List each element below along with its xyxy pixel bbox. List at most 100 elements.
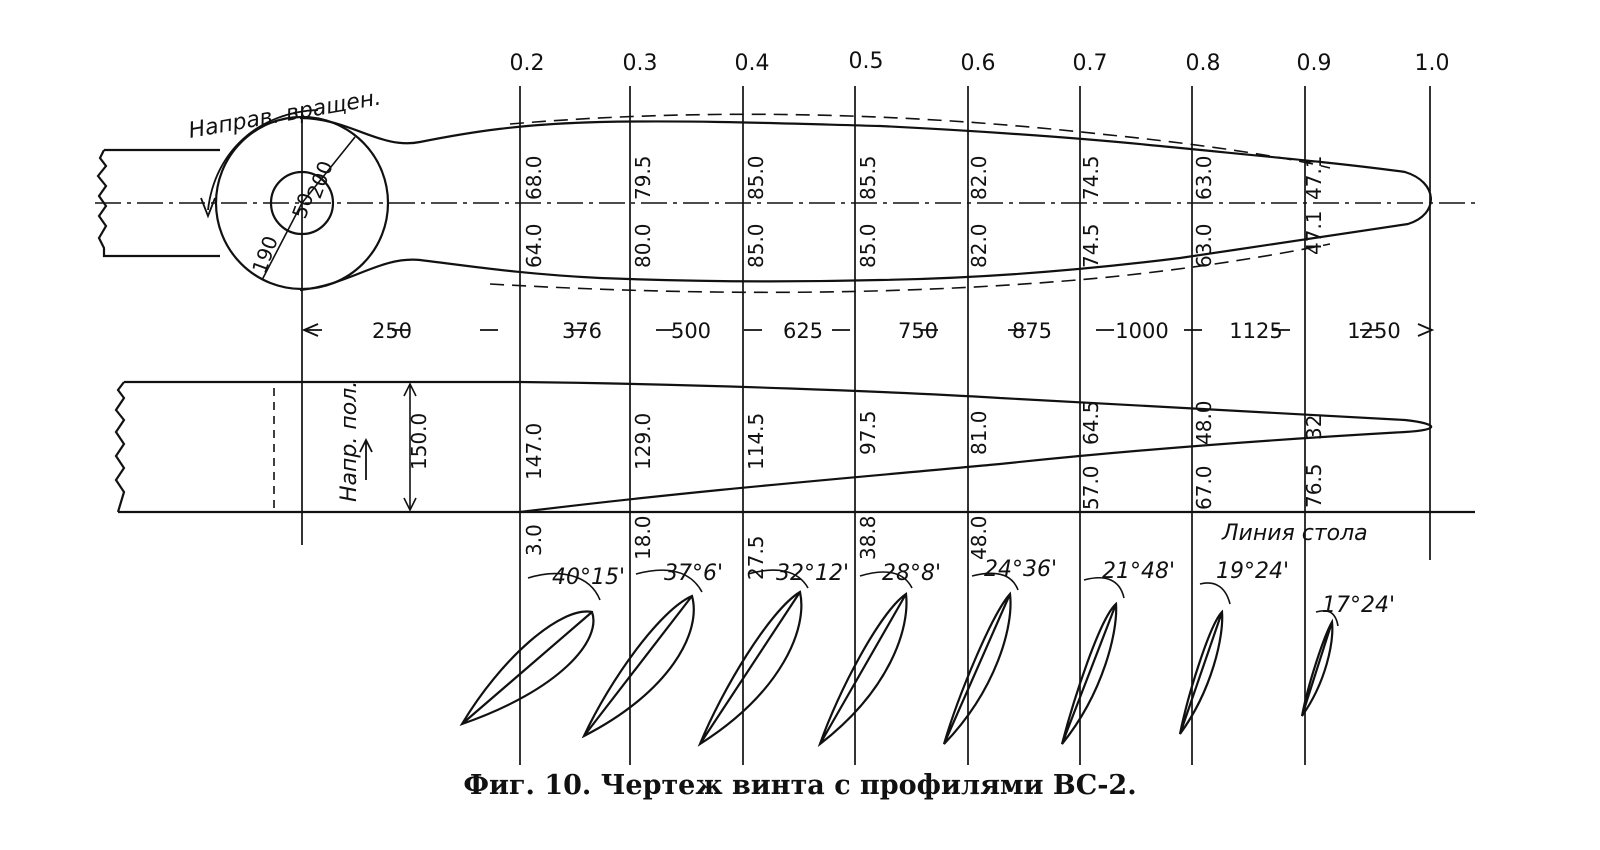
hub-dim-leader-190 [261, 202, 303, 281]
blade-plan-dashed-envelope [489, 113, 1331, 294]
angle-markers [527, 569, 1339, 627]
side-width-0.6: 81.0 [967, 410, 991, 455]
lower-thickness-0.5: 85.0 [856, 223, 880, 268]
upper-thickness-0.5: 85.5 [856, 155, 880, 200]
lower-thickness-0.9: 47.1 [1302, 210, 1326, 255]
radius-750: 750 [898, 319, 938, 343]
blade-plan-outline [299, 116, 1432, 292]
radius-arrow-right [1417, 323, 1435, 337]
angle-0.3: 37°6' [664, 561, 723, 586]
angle-0.4: 32°12' [776, 561, 849, 586]
side-view [114, 380, 1475, 514]
station-label-1.0: 1.0 [1415, 51, 1450, 76]
offset-0.2: 3.0 [522, 524, 546, 556]
station-label-0.7: 0.7 [1073, 51, 1108, 76]
angle-arc-0.4 [747, 569, 809, 589]
lower-thickness-0.2: 64.0 [522, 223, 546, 268]
station-label-0.4: 0.4 [735, 51, 770, 76]
angle-0.8: 19°24' [1216, 559, 1289, 584]
profile-0.5 [817, 592, 908, 748]
flight-direction-arrow [359, 437, 373, 480]
angle-arc-0.9 [1315, 610, 1339, 627]
angle-arc-0.8 [1199, 582, 1231, 605]
angle-0.9: 17°24' [1322, 593, 1395, 618]
angle-arc-0.2 [527, 572, 601, 601]
blade-profiles [459, 590, 1334, 748]
side-width-0.8: 48.0 [1192, 400, 1216, 445]
station-label-0.3: 0.3 [623, 51, 658, 76]
angle-arc-0.3 [635, 569, 703, 593]
radius-1000: 1000 [1115, 319, 1168, 343]
blade-side-outline [114, 380, 1433, 514]
angle-labels: 40°15' 37°6' 32°12' 28°8' 24°36' 21°48' … [552, 557, 1395, 618]
hub-width-arrow-top [403, 382, 417, 397]
hub-inner-circle [269, 170, 335, 236]
profile-0.4 [697, 590, 803, 747]
profile-0.3 [581, 594, 695, 739]
angle-arc-0.7 [1083, 576, 1125, 599]
side-view-text: Напр. пол. 150.0 147.0 129.0 114.5 97.5 … [337, 381, 1368, 580]
hub-dim-leader-200 [301, 136, 356, 204]
hub-dim-190: 190 [247, 233, 283, 277]
radius-250: 250 [372, 319, 412, 343]
station-label-0.5: 0.5 [849, 49, 884, 74]
offset-0.6: 48.0 [967, 515, 991, 560]
upper-thickness-0.9: 47.1 [1302, 155, 1326, 200]
radius-labels: 250 376 500 625 750 875 1000 1125 1250 [372, 319, 1401, 343]
profile-0.6 [942, 591, 1012, 745]
upper-thickness-0.7: 74.5 [1079, 155, 1103, 200]
hub-stub-outline [96, 148, 220, 258]
radius-1125: 1125 [1229, 319, 1282, 343]
side-width-0.3: 129.0 [631, 413, 655, 470]
lower-thickness-0.6: 82.0 [967, 223, 991, 268]
hub-outer-circle [214, 115, 390, 291]
upper-thickness-0.4: 85.0 [744, 155, 768, 200]
rotation-arrow [207, 109, 319, 211]
radius-500: 500 [671, 319, 711, 343]
lower-thickness-0.4: 85.0 [744, 223, 768, 268]
profile-0.2 [459, 610, 595, 727]
upper-thickness-0.3: 79.5 [631, 155, 655, 200]
angle-arc-0.6 [971, 572, 1019, 591]
offset-0.7: 57.0 [1079, 465, 1103, 510]
radius-dimension-line [301, 323, 1435, 337]
lower-thickness-0.8: 63.0 [1192, 223, 1216, 268]
upper-thickness-0.8: 63.0 [1192, 155, 1216, 200]
angle-0.7: 21°48' [1102, 559, 1175, 584]
hub-width-arrow-bottom [403, 497, 417, 512]
lower-thickness-0.3: 80.0 [631, 223, 655, 268]
side-width-0.7: 64.5 [1079, 400, 1103, 445]
station-labels: 0.2 0.3 0.4 0.5 0.6 0.7 0.8 0.9 1.0 [510, 49, 1450, 76]
upper-thickness-0.2: 68.0 [522, 155, 546, 200]
side-width-0.9: 32 [1302, 415, 1326, 440]
flight-direction-label: Напр. пол. [337, 381, 362, 502]
angle-0.2: 40°15' [552, 565, 625, 590]
offset-0.5: 38.8 [856, 515, 880, 560]
offset-0.9: 76.5 [1302, 463, 1326, 508]
station-label-0.2: 0.2 [510, 51, 545, 76]
lower-thickness-0.7: 74.5 [1079, 223, 1103, 268]
plan-view [95, 109, 1475, 294]
offset-0.8: 67.0 [1192, 465, 1216, 510]
side-width-0.4: 114.5 [744, 413, 768, 470]
station-label-0.6: 0.6 [961, 51, 996, 76]
table-line-label: Линия стола [1221, 521, 1368, 546]
radius-376: 376 [562, 319, 602, 343]
offset-0.4: 27.5 [744, 535, 768, 580]
profile-0.9 [1300, 618, 1334, 717]
radius-1250: 1250 [1347, 319, 1400, 343]
radius-875: 875 [1012, 319, 1052, 343]
profile-0.7 [1060, 601, 1118, 745]
station-label-0.9: 0.9 [1297, 51, 1332, 76]
upper-thickness-0.6: 82.0 [967, 155, 991, 200]
figure-caption: Фиг. 10. Чертеж винта с профилями ВС-2. [463, 770, 1137, 801]
angle-arc-0.5 [859, 571, 913, 589]
radius-arrow-left [301, 323, 319, 337]
offset-0.3: 18.0 [631, 515, 655, 560]
station-lines [301, 86, 1431, 765]
profile-0.8 [1178, 609, 1224, 735]
radius-625: 625 [783, 319, 823, 343]
side-width-0.2: 147.0 [522, 423, 546, 480]
hub-width-label: 150.0 [407, 413, 431, 470]
